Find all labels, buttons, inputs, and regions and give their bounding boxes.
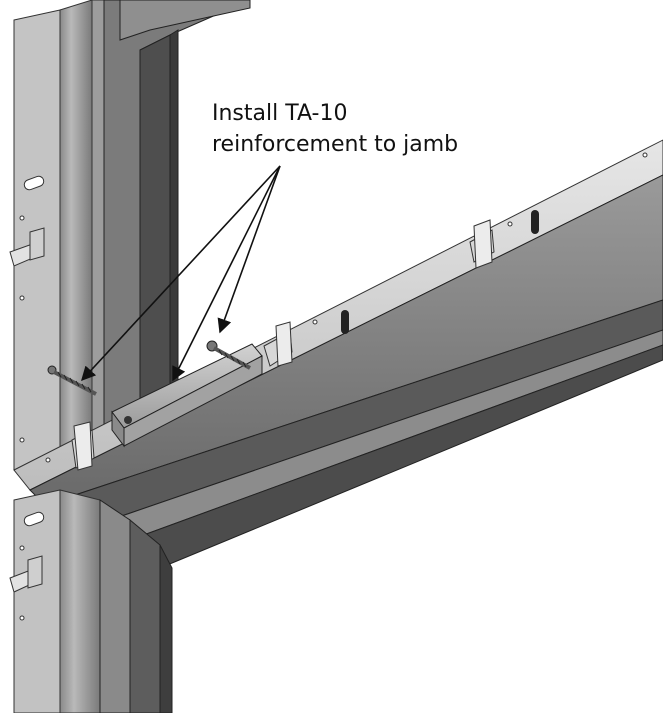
head-member [13,139,663,569]
screw-icon [47,365,97,396]
callout-line-2: reinforcement to jamb [212,132,459,157]
arrow-icon [172,165,281,382]
leader-arrows [81,165,281,382]
arrow-icon [217,165,281,334]
head-clip-2 [469,219,495,269]
lower-jamb [9,489,173,713]
callout-line-1: Install TA-10 [212,101,348,126]
callout-label: Install TA-10 reinforcement to jamb [212,98,458,160]
head-clip-1 [263,321,293,367]
reinforcement-plate-icon [111,343,263,448]
head-clip-3 [71,421,95,471]
arrow-icon [81,165,281,382]
screw-icon [206,340,251,370]
